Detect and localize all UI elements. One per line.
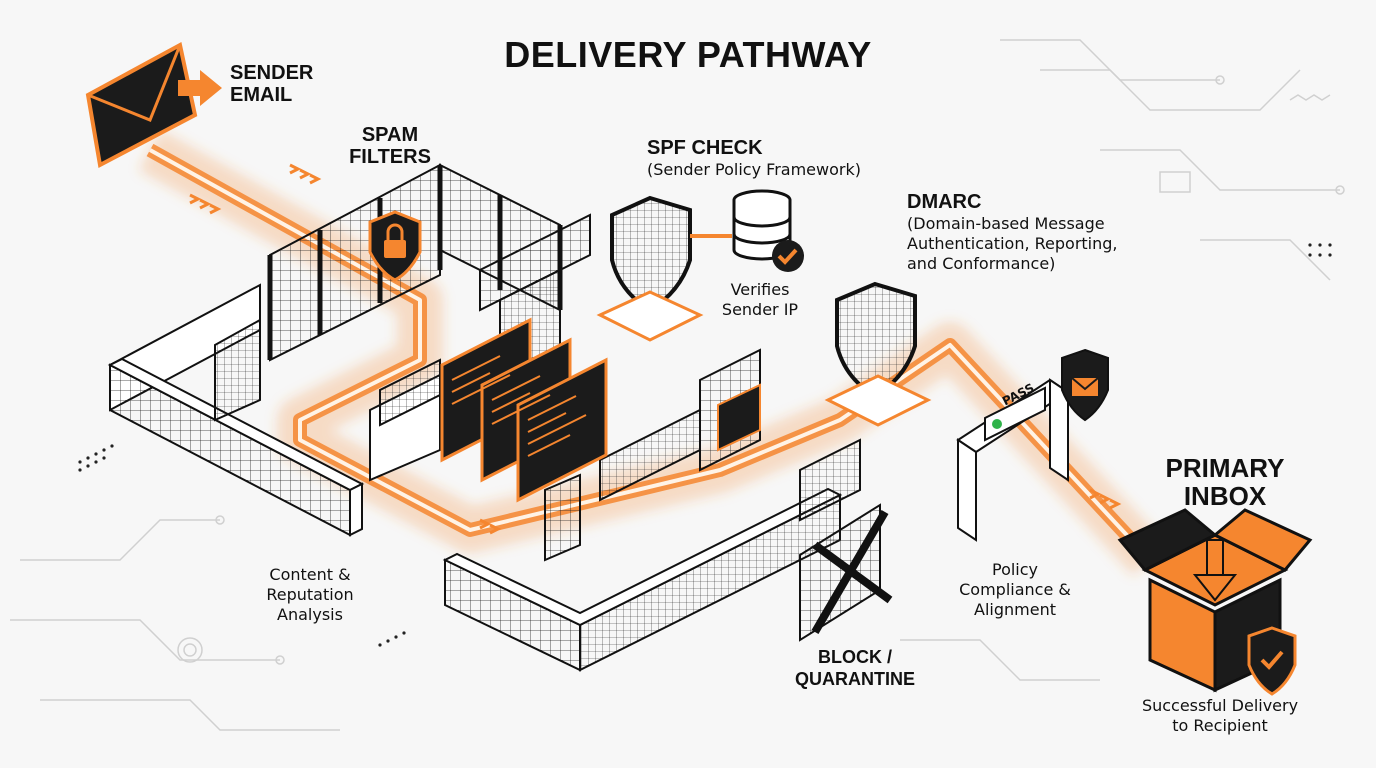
open-box-icon [1117, 508, 1313, 693]
lock-shield-icon [368, 210, 422, 282]
pass-gate [956, 378, 1070, 542]
envelope-icon [85, 41, 222, 169]
dmarc-label: DMARC (Domain-based Message Authenticati… [907, 191, 1118, 273]
dmarc-caption: Policy Compliance & Alignment [959, 560, 1071, 619]
spf-shield-icon [596, 195, 732, 342]
check-shield-icon [1247, 626, 1297, 696]
spf-label: SPF CHECK (Sender Policy Framework) [647, 137, 861, 179]
x-icon [799, 503, 893, 642]
dmarc-shield-icon [824, 281, 932, 427]
code-panels [440, 317, 761, 503]
block-label: BLOCK /QUARANTINE [795, 647, 915, 689]
dot-grid-decoration [78, 243, 1332, 647]
database-check-icon [732, 189, 804, 272]
envelope-shield-icon [1061, 348, 1109, 422]
page-title: DELIVERY PATHWAY [504, 34, 872, 75]
circuit-background [10, 39, 1345, 731]
maze-walls [107, 163, 861, 672]
spam-caption: Content & Reputation Analysis [266, 565, 354, 624]
